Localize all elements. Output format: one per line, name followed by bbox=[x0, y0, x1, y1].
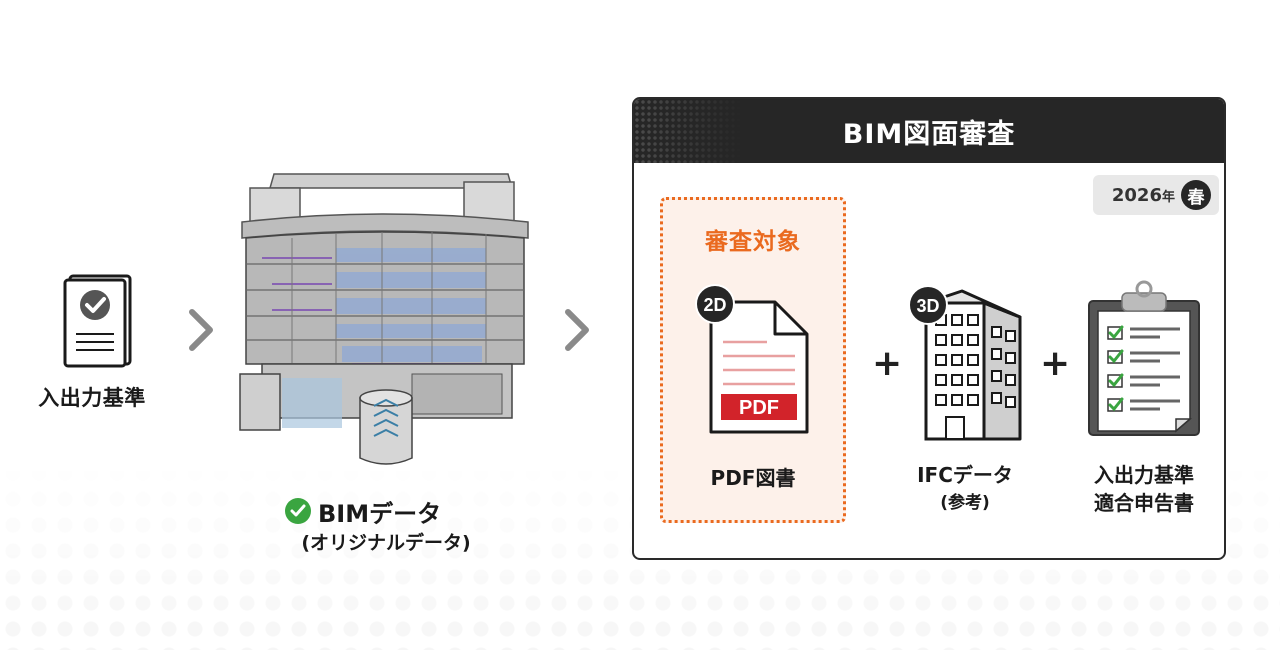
review-target-label: 審査対象 bbox=[705, 229, 801, 255]
review-target-box: 審査対象 PDF 2D PDF図書 bbox=[660, 197, 846, 523]
bim-review-panel: BIM図面審査 2026年 春 審査対象 PDF 2D PDF図書 + bbox=[632, 97, 1226, 560]
plus-sign: + bbox=[1040, 343, 1071, 384]
badge-2d: 2D bbox=[703, 295, 726, 315]
bim-data-sublabel: (オリジナルデータ) bbox=[301, 532, 471, 554]
bim-data-label: BIMデータ bbox=[284, 494, 484, 528]
plus-sign: + bbox=[872, 343, 903, 384]
panel-header: BIM図面審査 bbox=[634, 99, 1224, 163]
ifc-data-sublabel: (参考) bbox=[940, 493, 990, 513]
chevron-right-icon bbox=[189, 309, 213, 351]
standards-document-icon bbox=[63, 274, 132, 368]
standards-label: 入出力基準 bbox=[38, 386, 146, 410]
ifc-data-title: IFCデータ bbox=[917, 463, 1013, 487]
bim-building-model-image bbox=[239, 173, 529, 465]
season-year: 2026年 bbox=[1111, 184, 1175, 206]
check-circle-icon bbox=[285, 498, 311, 524]
ifc-data-label: IFCデータ (参考) bbox=[900, 461, 1030, 517]
panel-title: BIM図面審査 bbox=[842, 118, 1016, 150]
compliance-line1: 入出力基準 bbox=[1094, 463, 1194, 487]
clipboard-checklist-icon bbox=[1088, 280, 1200, 436]
badge-3d: 3D bbox=[916, 296, 939, 316]
season-circle: 春 bbox=[1181, 180, 1211, 210]
bim-data-text: BIMデータ bbox=[318, 499, 442, 528]
pdf-tag-text: PDF bbox=[739, 397, 779, 419]
season-badge: 2026年 春 bbox=[1093, 175, 1219, 215]
compliance-line2: 適合申告書 bbox=[1094, 491, 1194, 515]
ifc-building-icon: 3D bbox=[908, 285, 1022, 441]
chevron-right-icon bbox=[565, 309, 589, 351]
compliance-declaration-label: 入出力基準 適合申告書 bbox=[1074, 461, 1214, 517]
pdf-file-icon: PDF 2D bbox=[695, 284, 809, 434]
pdf-docs-label: PDF図書 bbox=[710, 466, 796, 490]
